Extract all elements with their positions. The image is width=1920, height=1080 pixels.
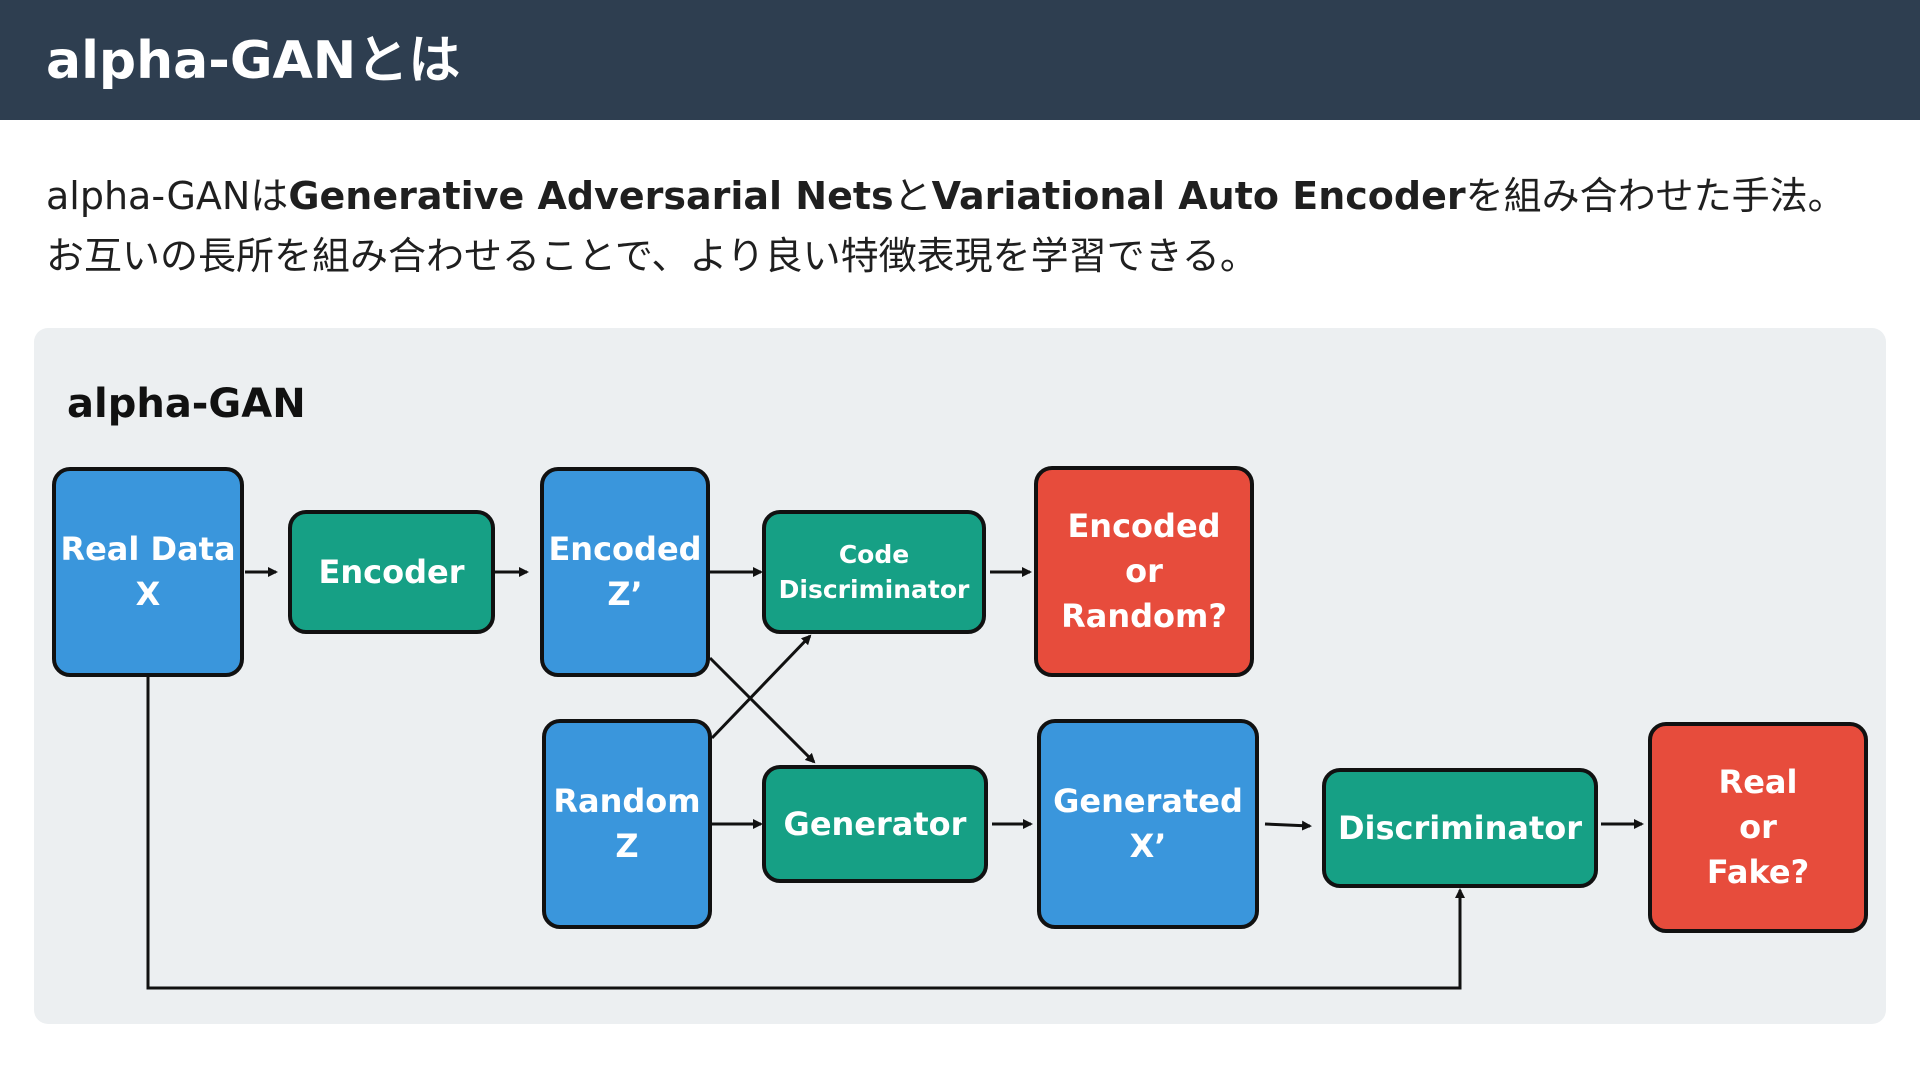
node-real-or-fake-line-2: or [1739, 808, 1777, 847]
edge-generatedx-discriminator [1264, 820, 1312, 831]
page-title: alpha-GANとは [46, 31, 461, 91]
node-real-or-fake-line-1: Real [1718, 763, 1798, 802]
node-real-or-fake-line-3: Fake? [1706, 852, 1810, 891]
node-discriminator: Discriminator [1322, 768, 1598, 888]
header-bar: alpha-GANとは [0, 0, 1920, 120]
edge-realdata-discriminator [146, 677, 1465, 990]
description-line-1: alpha-GANはGenerative Adversarial NetsとVa… [46, 166, 1886, 226]
node-encoder-label: Encoder [318, 552, 465, 591]
node-discriminator-label: Discriminator [1337, 808, 1583, 847]
description-conjunction: と [893, 174, 932, 218]
node-generated-x: Generated X’ [1037, 719, 1259, 929]
description-vae-term: Variational Auto Encoder [931, 174, 1466, 218]
node-encoder: Encoder [288, 510, 495, 634]
node-random-z: Random Z [542, 719, 712, 929]
node-encoded-or-random-line-3: Random? [1061, 596, 1227, 635]
edge-randomz-codediscriminator [710, 634, 812, 740]
node-code-discriminator: Code Discriminator [762, 510, 986, 634]
node-encoded-z-symbol: Z’ [607, 575, 643, 613]
node-real-or-fake: Real or Fake? [1648, 722, 1868, 933]
diagram-title: alpha-GAN [67, 381, 306, 427]
description-gan-term: Generative Adversarial Nets [288, 174, 894, 218]
node-encoded-or-random: Encoded or Random? [1034, 466, 1254, 677]
node-real-data: Real Data X [52, 467, 244, 677]
node-code-discriminator-line-1: Code [838, 540, 910, 569]
node-random-z-label: Random [553, 782, 701, 821]
node-generated-x-label: Generated [1053, 782, 1243, 821]
description-prefix: alpha-GANは [46, 174, 289, 218]
node-encoded-or-random-line-2: or [1125, 552, 1163, 591]
node-encoded-z: Encoded Z’ [540, 467, 710, 677]
node-real-data-symbol: X [135, 575, 161, 613]
node-code-discriminator-line-2: Discriminator [778, 575, 970, 604]
diagram-panel [34, 328, 1886, 1024]
node-encoded-z-label: Encoded [548, 530, 702, 569]
node-random-z-symbol: Z [615, 827, 639, 865]
node-generator-label: Generator [783, 804, 967, 843]
description-line-2: お互いの長所を組み合わせることで、より良い特徴表現を学習できる。 [46, 234, 1258, 278]
description-suffix: を組み合わせた手法。 [1465, 174, 1846, 218]
description: alpha-GANはGenerative Adversarial NetsとVa… [46, 166, 1886, 286]
node-real-data-label: Real Data [60, 530, 236, 569]
edge-encodedz-generator [708, 656, 816, 764]
node-generator: Generator [762, 765, 988, 883]
node-encoded-or-random-line-1: Encoded [1067, 507, 1221, 546]
node-generated-x-symbol: X’ [1129, 827, 1167, 865]
